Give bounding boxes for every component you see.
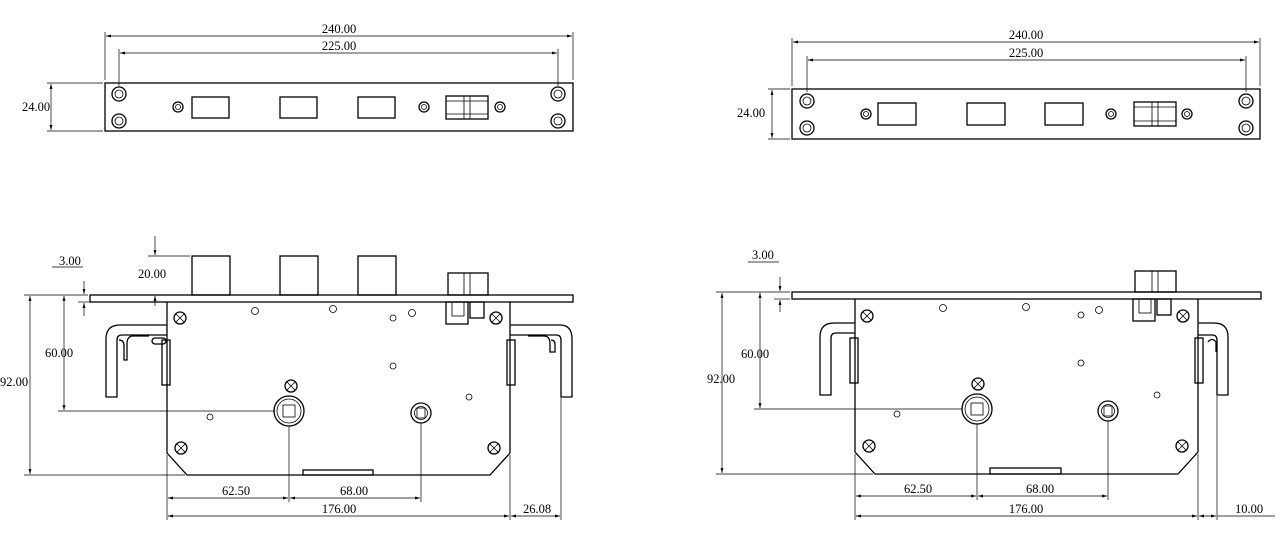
right-hook <box>528 335 556 353</box>
dimension-plate-thickness: 3.00 <box>748 248 790 312</box>
faceplate-edge <box>791 291 1262 300</box>
dim-spindle-to-cylinder-label: 68.00 <box>340 484 368 498</box>
faceplate-outline <box>104 82 574 132</box>
deadbolt-window <box>1044 102 1084 126</box>
dim-bracket-offset-label: 26.08 <box>523 502 551 516</box>
lock-body <box>166 302 511 476</box>
screw-bottom-right <box>1175 439 1189 453</box>
screw-center <box>284 379 298 393</box>
dim-body-width-label: 176.00 <box>1009 502 1043 516</box>
dimension-bracket-offset: 26.08 <box>511 398 562 520</box>
right-side-view: 3.00 60.00 92.00 62.50 68.00 176.00 <box>707 248 1275 520</box>
right-bracket <box>1198 322 1229 396</box>
left-bracket-tab <box>161 339 171 386</box>
deadbolt-window <box>357 96 396 119</box>
screw-top-right <box>1176 309 1190 323</box>
dimension-overall-width: 240.00 <box>791 28 1261 86</box>
spindle-hub <box>961 393 993 425</box>
lock-body <box>854 299 1199 475</box>
dimension-plate-thickness: 3.00 <box>52 254 90 316</box>
latch-window <box>877 102 917 126</box>
screw-bottom-left <box>862 439 876 453</box>
faceplate-edge <box>89 294 574 303</box>
mounting-holes <box>111 86 566 129</box>
dimension-top-to-spindle: 60.00 <box>45 296 275 412</box>
dimension-height: 24.00 <box>737 88 790 140</box>
latch-block <box>1133 101 1177 127</box>
dimension-hole-spacing: 225.00 <box>806 46 1247 92</box>
cylinder-cam <box>1097 400 1119 422</box>
left-side-view: 3.00 20.00 60.00 92.00 62.50 68.00 <box>0 236 574 520</box>
dimension-bracket-offset: 10.00 <box>1199 396 1275 520</box>
screw-bottom-left <box>174 441 188 455</box>
dimension-spindle-offset: 62.50 68.00 <box>166 423 422 520</box>
right-bracket <box>510 324 573 398</box>
cylinder-cam <box>410 402 432 424</box>
screw-top-right <box>489 311 503 325</box>
bottom-slot <box>989 467 1062 475</box>
latch-bolt <box>191 255 231 296</box>
bolt-window <box>966 102 1006 126</box>
deadbolt <box>357 255 397 296</box>
latch-assembly <box>445 272 489 325</box>
dim-body-width-label: 176.00 <box>322 502 356 516</box>
dim-height-label: 24.00 <box>737 106 765 120</box>
dim-overall-width-label: 240.00 <box>322 22 356 36</box>
dimension-overall-height: 92.00 <box>707 291 873 475</box>
screw-top-left <box>173 311 187 325</box>
bolt-window <box>279 96 318 119</box>
dimension-body-width: 176.00 <box>856 454 1199 520</box>
dim-spindle-offset-label: 62.50 <box>222 484 250 498</box>
dimension-top-to-spindle: 60.00 <box>741 293 962 410</box>
dim-hole-spacing-label: 225.00 <box>1009 46 1043 60</box>
dim-spindle-to-cylinder-label: 68.00 <box>1026 482 1054 496</box>
dim-bracket-offset-label: 10.00 <box>1235 502 1263 516</box>
dim-overall-width-label: 240.00 <box>1009 28 1043 42</box>
dim-overall-height-label: 92.00 <box>0 375 28 389</box>
dimension-height: 24.00 <box>22 82 103 132</box>
right-faceplate-view: 240.00 225.00 24.00 <box>737 28 1261 140</box>
latch-window <box>191 96 230 119</box>
dim-overall-height-label: 92.00 <box>707 372 735 386</box>
dim-spindle-offset-label: 62.50 <box>904 482 932 496</box>
screw-center <box>971 377 985 391</box>
left-faceplate-view: 240.00 225.00 24.00 <box>22 22 574 132</box>
dim-button-height-label: 20.00 <box>138 267 166 281</box>
spindle-hub <box>273 395 305 427</box>
dimension-button-height: 20.00 <box>138 236 190 306</box>
dimension-body-width: 176.00 <box>168 455 511 520</box>
faceplate-outline <box>791 88 1261 140</box>
bottom-slot <box>302 469 374 476</box>
right-bracket-tab <box>506 339 516 386</box>
bolt <box>279 255 319 296</box>
screw-top-left <box>860 309 874 323</box>
dim-height-label: 24.00 <box>22 100 50 114</box>
left-bracket-tab <box>849 337 859 384</box>
dim-hole-spacing-label: 225.00 <box>322 39 356 53</box>
dim-top-to-spindle-label: 60.00 <box>45 346 73 360</box>
left-bracket <box>819 322 855 396</box>
dim-plate-thickness-label: 3.00 <box>752 248 774 262</box>
right-hook <box>1207 338 1217 352</box>
dimension-hole-spacing: 225.00 <box>118 39 559 86</box>
latch-assembly <box>1132 270 1177 322</box>
dimension-overall-width: 240.00 <box>104 22 574 80</box>
screw-bottom-right <box>487 441 501 455</box>
dimension-spindle-offset: 62.50 68.00 <box>854 421 1109 520</box>
dim-top-to-spindle-label: 60.00 <box>741 347 769 361</box>
left-bracket <box>105 324 167 398</box>
right-bracket-tab <box>1194 337 1204 384</box>
dimension-overall-height: 92.00 <box>0 294 185 476</box>
left-hook <box>118 335 149 361</box>
dim-plate-thickness-label: 3.00 <box>59 254 81 268</box>
latch-block <box>445 95 489 120</box>
